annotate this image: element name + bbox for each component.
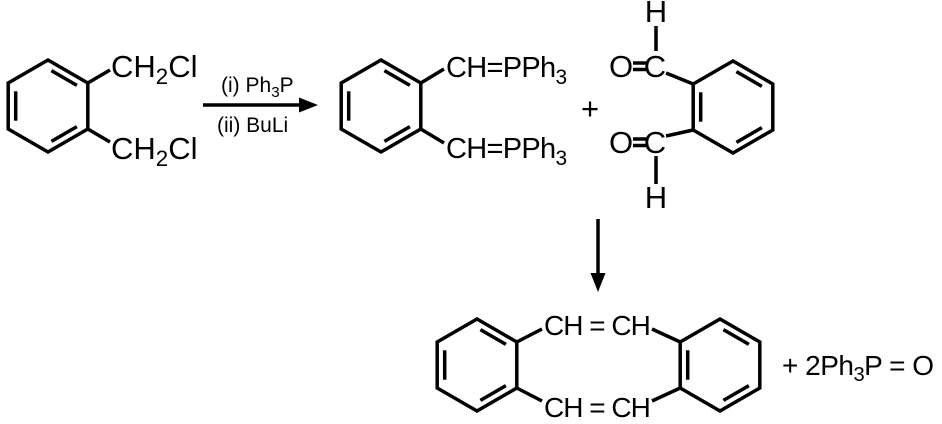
- label-text: P: [280, 74, 294, 97]
- plus-sign: +: [581, 91, 599, 126]
- reaction-arrow-right: [203, 97, 318, 113]
- product-right-benzene-ring: [678, 316, 762, 414]
- bond-c-ring-bottom: [665, 128, 694, 138]
- bond-bridge-top-to-rightring: [651, 327, 681, 344]
- condition-step1: (i) Ph3P: [221, 74, 294, 101]
- product-left-benzene-ring: [435, 316, 519, 414]
- label-subscript: 2: [156, 64, 168, 89]
- product-bridge-bottom: CH = CH: [544, 392, 650, 423]
- dialdehyde-o-bottom: O: [609, 125, 633, 160]
- dialdehyde-o-top: O: [609, 49, 633, 84]
- label-text: CH=PPh: [446, 133, 555, 165]
- bond-leftring-to-bridge-bottom: [515, 386, 543, 403]
- dialdehyde-c-bottom: C: [644, 125, 666, 160]
- label-text: Cl: [168, 131, 197, 166]
- dialdehyde-h-top: H: [645, 0, 667, 29]
- bond-bridge-bottom-to-rightring: [651, 386, 681, 403]
- condition-step2: (ii) BuLi: [217, 114, 288, 137]
- label-text: Cl: [168, 49, 197, 84]
- dialdehyde-benzene-ring: [691, 58, 775, 156]
- label-text: CH: [111, 131, 156, 166]
- reaction-arrow-down: [590, 219, 606, 292]
- bond-c-ring-top: [665, 71, 694, 86]
- bond-leftring-to-bridge-top: [515, 327, 543, 344]
- arrowhead-down-icon: [590, 273, 606, 292]
- byproduct-label: + 2Ph3P = O: [782, 350, 934, 386]
- reactant-label-top: CH2Cl: [111, 49, 197, 89]
- label-text: P = O: [864, 350, 933, 381]
- label-text: CH=PPh: [446, 52, 555, 84]
- label-subscript: 3: [555, 66, 566, 89]
- ylide-benzene-ring: [339, 57, 423, 155]
- label-text: CH: [111, 49, 156, 84]
- label-subscript: 2: [156, 146, 168, 171]
- label-text: (i) Ph: [221, 74, 271, 97]
- reactant-label-bottom: CH2Cl: [111, 131, 197, 171]
- label-subscript: 3: [853, 364, 864, 386]
- label-subscript: 3: [271, 84, 279, 101]
- bond-ring-to-ch2cl-bottom: [86, 127, 111, 144]
- ylide-label-top: CH=PPh3: [446, 52, 566, 89]
- arrowhead-right-icon: [299, 97, 318, 113]
- bond-ring-to-ylide-bottom: [419, 127, 445, 145]
- label-subscript: 3: [555, 147, 566, 170]
- bond-ring-to-ch2cl-top: [86, 68, 111, 85]
- ylide-label-bottom: CH=PPh3: [446, 133, 566, 170]
- label-text: + 2Ph: [782, 350, 853, 381]
- reactant-benzene-ring: [6, 57, 90, 155]
- product-bridge-top: CH = CH: [544, 310, 650, 341]
- dialdehyde-h-bottom: H: [645, 180, 667, 215]
- dialdehyde-c-top: C: [644, 49, 666, 84]
- bond-ring-to-ylide-top: [419, 67, 445, 85]
